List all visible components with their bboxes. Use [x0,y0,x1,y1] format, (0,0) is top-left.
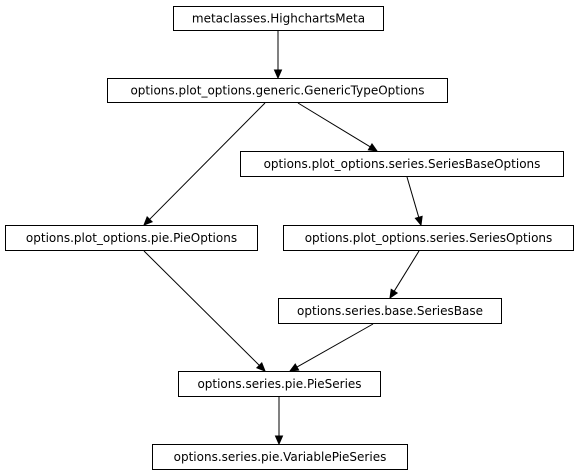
edge-n4-n5 [389,250,420,300]
node-box [283,225,574,251]
node-series-options[interactable]: options.plot_options.series.SeriesOption… [283,225,574,251]
node-label: options.plot_options.series.SeriesOption… [305,231,553,245]
node-label: options.plot_options.generic.GenericType… [130,84,424,98]
arrowhead-icon [389,288,399,300]
edge-line [393,250,420,292]
node-label: options.series.base.SeriesBase [297,304,483,318]
node-box [240,151,564,177]
arrowhead-icon [255,361,266,372]
node-box [278,298,502,324]
edge-n2-n4 [406,176,423,227]
edge-n0-n1 [273,31,283,80]
edge-n6-n7 [274,397,284,446]
node-label: options.plot_options.series.SeriesBaseOp… [264,157,541,171]
edge-line [297,102,371,148]
arrowhead-icon [274,435,284,446]
diagram-edges [143,31,423,446]
node-box [152,444,408,470]
node-variable-pie-series[interactable]: options.series.pie.VariablePieSeries [152,444,408,470]
edge-line [143,250,260,366]
node-label: options.series.pie.PieSeries [197,377,361,391]
edge-n3-n6 [143,250,266,372]
edge-line [296,323,374,368]
node-label: options.plot_options.pie.PieOptions [26,231,237,245]
edge-n1-n2 [297,102,379,152]
node-generic-type-options[interactable]: options.plot_options.generic.GenericType… [107,78,448,103]
edge-line [406,176,420,218]
node-series-base-options[interactable]: options.plot_options.series.SeriesBaseOp… [240,151,564,177]
edge-line [149,102,266,220]
arrowhead-icon [143,215,154,226]
arrowhead-icon [367,142,379,152]
node-metaclasses-highchartsmeta[interactable]: metaclasses.HighchartsMeta [173,6,384,31]
edge-n5-n6 [288,323,374,372]
node-pie-series[interactable]: options.series.pie.PieSeries [178,371,381,397]
node-label: options.series.pie.VariablePieSeries [174,450,387,464]
edge-n1-n3 [143,102,266,226]
node-box [5,225,258,251]
arrowhead-icon [273,69,283,80]
node-box [107,78,448,103]
node-box [173,6,384,31]
node-pie-options[interactable]: options.plot_options.pie.PieOptions [5,225,258,251]
node-series-base[interactable]: options.series.base.SeriesBase [278,298,502,324]
arrowhead-icon [288,363,300,372]
node-box [178,371,381,397]
arrowhead-icon [414,215,423,227]
node-label: metaclasses.HighchartsMeta [192,12,365,26]
